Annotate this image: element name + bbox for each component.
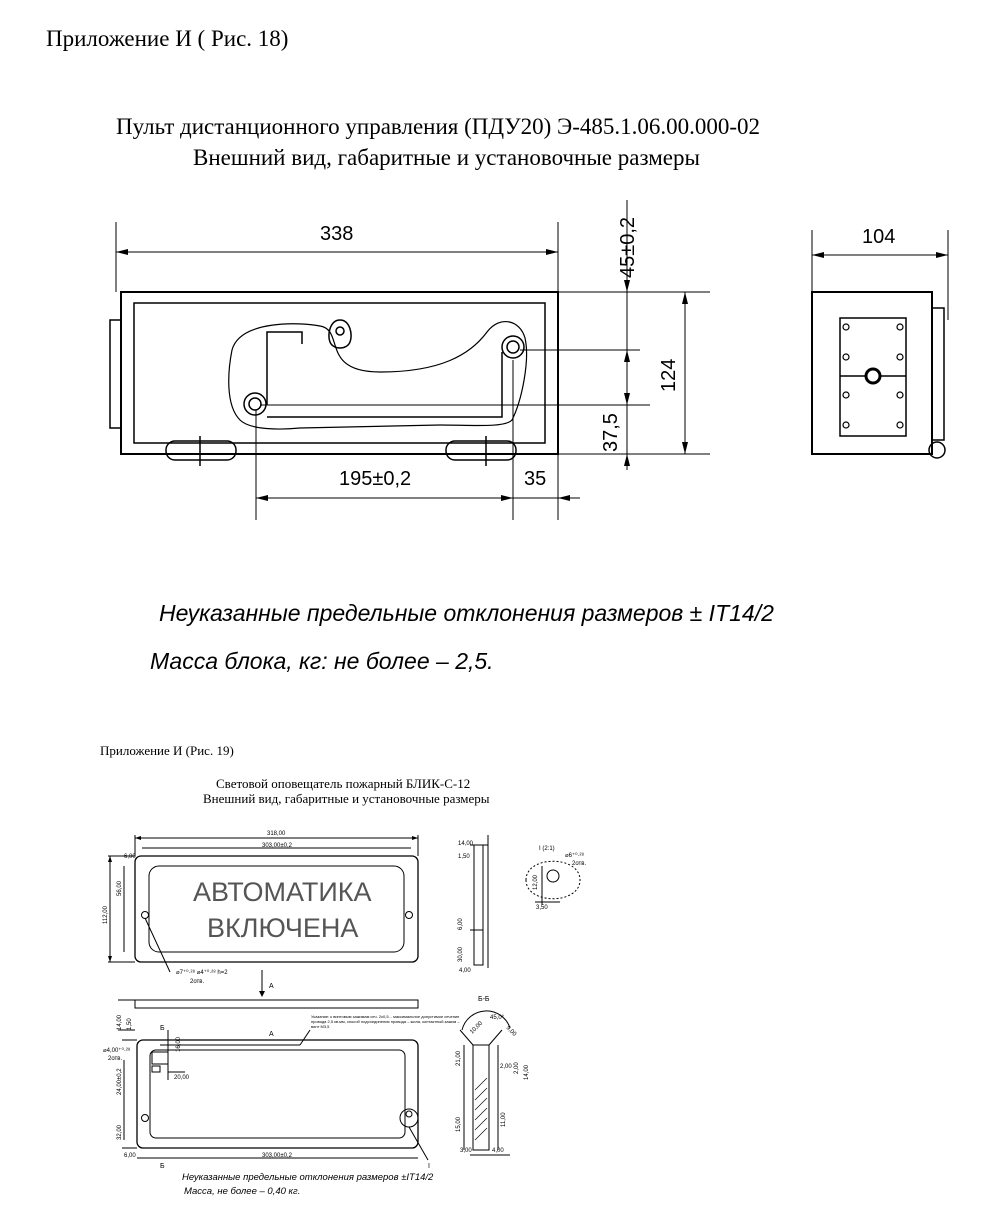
fig18-foot-left: [165, 440, 237, 461]
fig19-sec-10: 10,00: [469, 1020, 484, 1035]
fig19-b-303: 303,00±0,2: [262, 1153, 293, 1159]
fig19-dim-303-top: 303,00±0,2: [262, 843, 293, 849]
fig19-label-i: I: [428, 1163, 430, 1170]
fig18-screw-right-inner: [506, 340, 520, 354]
fig18-note-tolerance: Неуказанные предельные отклонения размер…: [159, 600, 774, 626]
fig19-rear-mount: [399, 1108, 419, 1128]
fig18-foot-right: [445, 440, 517, 461]
fig19-title-line2: Внешний вид, габаритные и установочные р…: [203, 791, 490, 806]
fig19-dim-side-30: 30,00: [458, 946, 464, 962]
fig18-keyhole: [328, 319, 352, 349]
fig19-label-b-top: Б: [160, 1025, 165, 1032]
fig19-angle-45: 45,0°: [490, 1015, 505, 1021]
fig19-panel-text-line1: АВТОМАТИКА: [193, 877, 372, 907]
fig18-plate-left: [266, 331, 303, 405]
fig19-sec-11: 11,00: [501, 1112, 507, 1127]
fig19-hole-left: [141, 911, 149, 919]
fig19-dim-318: 318,00: [267, 831, 286, 837]
fig19-front-outline: [134, 855, 419, 963]
fig18-dim-45: 45±0,2: [617, 217, 639, 278]
fig19-label-b-bottom: Б: [160, 1163, 165, 1170]
fig19-note-tolerance: Неуказанные предельные отклонения размер…: [182, 1172, 434, 1183]
fig19-b-6: 6,00: [124, 1153, 136, 1159]
fig19-detail-12: 12,00: [533, 874, 539, 890]
fig18-front-panel: [133, 302, 546, 444]
fig19-dim-side-4: 4,00: [459, 968, 471, 974]
fig19-terminal-block: [151, 1051, 169, 1065]
fig19-dim-14: 14,00: [458, 841, 474, 847]
fig18-side-tab: [931, 307, 945, 441]
fig18-left-tab: [109, 319, 122, 429]
fig19-sec-3: 3,00: [460, 1148, 472, 1154]
fig18-keyhole-hole: [335, 326, 345, 336]
fig18-screw-left-inner: [248, 397, 262, 411]
fig18-dim-104: 104: [862, 226, 895, 248]
fig18-screw-right: [501, 335, 525, 359]
fig19-b-14: 14,00: [117, 1014, 123, 1030]
fig19-b-150: 1,50: [127, 1018, 133, 1030]
fig18-title-line2: Внешний вид, габаритные и установочные р…: [193, 145, 700, 170]
fig19-note-mass: Масса, не более – 0,40 кг.: [184, 1186, 301, 1197]
fig19-detail-label: I (2:1): [539, 846, 555, 852]
fig18-dim-338: 338: [320, 223, 353, 245]
fig19-detail-hole-dia: ⌀6⁺⁰·²⁸: [565, 852, 585, 859]
fig18-side-panel: [839, 317, 907, 437]
fig19-detail-350: 3,50: [536, 905, 548, 911]
fig19-hole-note-count: 2отв.: [190, 979, 204, 985]
fig19-front-window: [148, 865, 405, 953]
fig19-top-view: [134, 999, 419, 1009]
fig19-b-4-count: 2отв.: [108, 1056, 122, 1062]
fig19-dim-6-top: 6,00: [124, 854, 136, 860]
fig18-plate-bottom: [267, 352, 503, 418]
fig18-note-mass: Масса блока, кг: не более – 2,5.: [150, 648, 494, 674]
fig19-sec-14: 14,00: [524, 1064, 530, 1080]
appendix-label-fig19: Приложение И (Рис. 19): [100, 743, 234, 758]
fig19-dim-150: 1,50: [458, 854, 470, 860]
fig19-section-angle: [461, 1010, 511, 1031]
fig19-side-body: [473, 844, 484, 966]
fig18-dim-124: 124: [658, 359, 680, 392]
fig19-sec-2b: 2,00: [514, 1062, 520, 1074]
fig19-dim-112: 112,00: [103, 905, 109, 924]
fig19-hole-note: ⌀7⁺⁰·²⁸ ⌀4⁺⁰·²⁸ h=2: [176, 969, 228, 976]
fig19-detail-hole: [546, 869, 560, 883]
fig18-dim-195: 195±0,2: [339, 468, 411, 490]
fig19-b-32: 32,00: [117, 1124, 123, 1140]
fig18-dim-35: 35: [524, 468, 546, 490]
fig18-title-line1: Пульт дистанционного управления (ПДУ20) …: [116, 114, 761, 139]
fig19-sec-9: 9,00: [505, 1025, 518, 1038]
fig19-dim-56: 56,00: [117, 880, 123, 896]
fig19-rear-window: [149, 1049, 406, 1139]
fig19-sec-2a: 2,00: [500, 1064, 512, 1070]
fig18-screw-left: [243, 392, 267, 416]
fig19-dim-side-6: 6,00: [458, 918, 464, 930]
fig19-b-16: 16,00: [176, 1036, 182, 1052]
fig18-side-wheel: [928, 441, 946, 459]
fig19-wire-note: Указание: к винтовым зажимам сеч. 2х0,5.…: [311, 1014, 460, 1029]
fig19-section-bb-label: Б-Б: [478, 996, 490, 1003]
fig19-b-20: 20,00: [174, 1075, 190, 1081]
fig19-hole-right: [405, 911, 413, 919]
fig18-dim-375: 37,5: [600, 413, 622, 452]
fig19-sec-21: 21,00: [456, 1050, 462, 1066]
fig19-title-line1: Световой оповещатель пожарный БЛИК-С-12: [216, 776, 471, 791]
fig19-b-4: ⌀4,00⁺⁰·²⁸: [103, 1047, 131, 1054]
fig19-rear-outline: [136, 1039, 419, 1149]
appendix-label-fig18: Приложение И ( Рис. 18): [46, 26, 289, 51]
fig19-panel-text-line2: ВКЛЮЧЕНА: [207, 913, 358, 943]
fig19-b-24: 24,00±0,2: [117, 1068, 123, 1095]
fig19-sec-15: 15,00: [456, 1116, 462, 1132]
fig19-section-bb: [472, 1044, 490, 1151]
fig19-view-a-arrow: А: [269, 983, 274, 990]
fig19-view-a: А: [269, 1031, 274, 1038]
fig19-sec-4: 4,00: [492, 1148, 504, 1154]
fig19-detail-circle: [525, 860, 581, 900]
fig19-detail-hole-count: 2отв.: [572, 861, 586, 867]
